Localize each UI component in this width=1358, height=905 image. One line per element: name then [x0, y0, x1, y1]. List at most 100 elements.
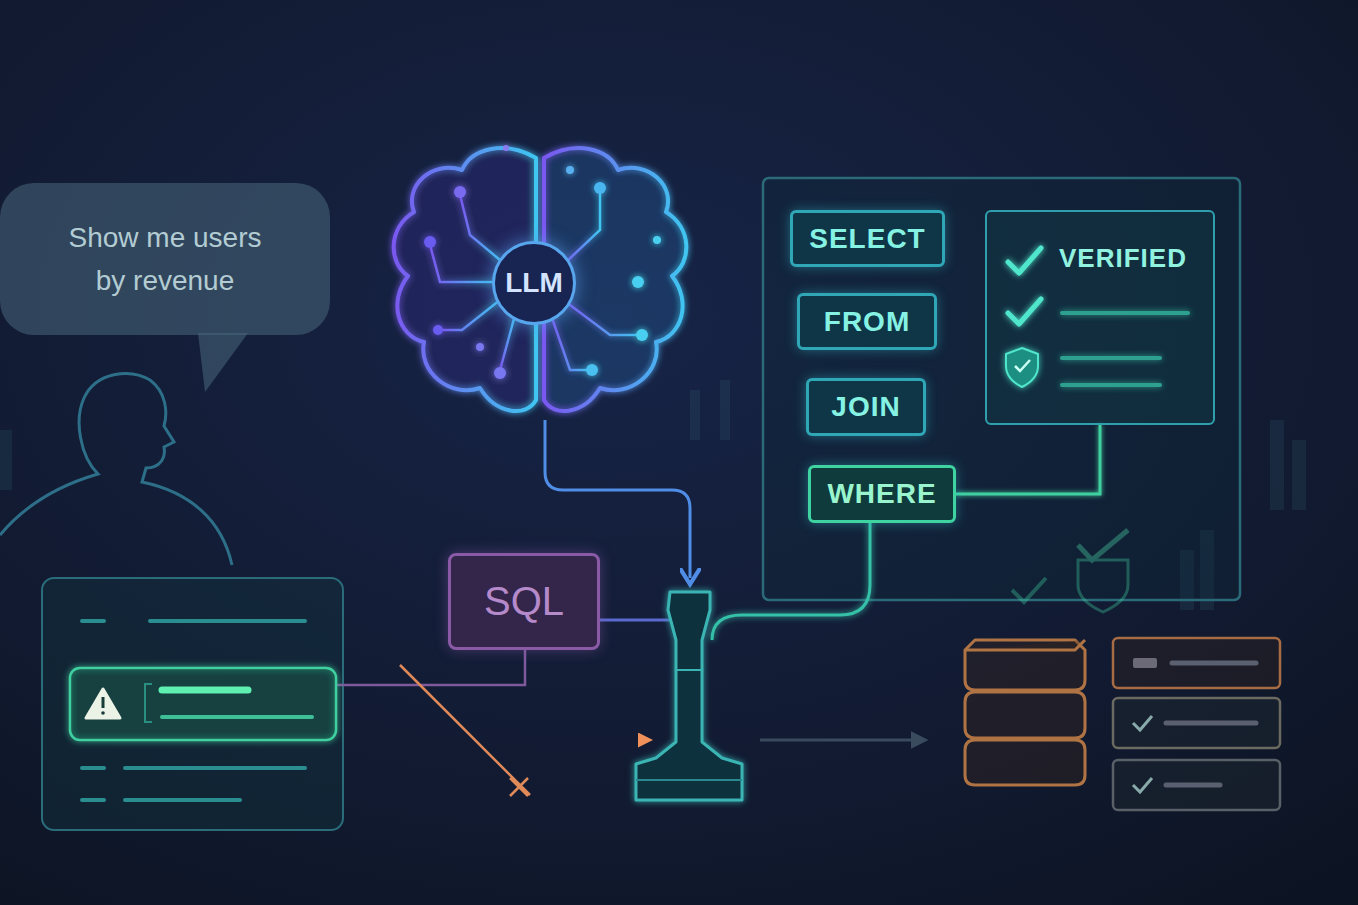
background-bars-part: [1270, 420, 1284, 510]
verified-icons-part: [1008, 299, 1041, 324]
result-list-part: [1113, 698, 1280, 748]
verified-icons-part: [1062, 383, 1160, 387]
faint-checks-part: [1078, 560, 1128, 612]
sql-leader: [336, 650, 525, 685]
left-panel-part: [125, 798, 240, 802]
faint-checks-part: [1078, 530, 1128, 560]
filter-funnel-part: [636, 779, 742, 781]
verified-icons-part: [1006, 348, 1038, 387]
verified-icons-part: [1062, 356, 1160, 360]
faint-checks-part: [1012, 578, 1046, 602]
brain-part-part: [505, 150, 508, 170]
sql-clause-box: SELECT: [790, 210, 945, 267]
node-label: JOIN: [831, 391, 900, 423]
brain: [394, 145, 687, 411]
bubble-tail: [198, 333, 248, 392]
result-list-part: [1172, 661, 1256, 666]
connector: [865, 350, 868, 378]
output-arrow: [760, 739, 925, 742]
brain-part-part: [476, 343, 484, 351]
brain-part-part: [460, 195, 500, 260]
brain-part-part: [503, 145, 509, 151]
brain-part-part: [566, 302, 640, 335]
warning-box-part: [145, 684, 152, 722]
faint-checks: [1012, 530, 1128, 612]
connector: [956, 425, 1100, 494]
brain-part-part: [594, 182, 606, 194]
result-list-part: [1133, 658, 1157, 668]
left-panel-part: [82, 619, 104, 623]
query-panel: [763, 178, 1240, 600]
background-bars-part: [720, 380, 730, 440]
verified-icons-part: [1008, 248, 1041, 273]
node-label: SQL: [484, 579, 564, 624]
warning-box: [70, 668, 336, 740]
node-label: SELECT: [809, 223, 925, 255]
node-label: FROM: [824, 306, 910, 338]
brain-part-part: [424, 236, 436, 248]
brain-part-part: [570, 281, 636, 284]
sql-input-line: [600, 619, 672, 622]
brain-part-part: [494, 367, 506, 379]
left-panel-part: [42, 578, 343, 830]
left-panel: [42, 578, 343, 830]
verified-icons-part: [1015, 360, 1030, 371]
warning-box-part: [162, 687, 248, 694]
llm-core: LLM: [492, 241, 576, 325]
result-list-part: [1133, 716, 1152, 730]
speech-bubble: Show me users by revenue: [0, 183, 330, 335]
brain-part-part: [440, 300, 500, 330]
filter-funnel-part: [636, 592, 742, 800]
database-stack-part: [965, 740, 1085, 785]
brain-part-part: [500, 315, 515, 370]
database-stack-part: [965, 692, 1085, 738]
database-stack: [965, 640, 1085, 785]
node-label: WHERE: [827, 478, 936, 510]
brain-part-part: [552, 318, 590, 370]
brain-part-part: [586, 364, 598, 376]
database-stack-part: [965, 640, 1085, 690]
warning-box-part: [101, 711, 105, 715]
left-panel-part: [150, 619, 305, 623]
sql-clause-box: JOIN: [806, 378, 926, 436]
database-stack-part: [965, 640, 1085, 650]
connector: [866, 267, 869, 293]
node-label: Show me users by revenue: [57, 216, 273, 302]
result-list: [1113, 638, 1280, 810]
warning-box-part: [70, 668, 336, 740]
brain-part-part: [454, 186, 466, 198]
node-label: VERIFIED: [1059, 243, 1187, 273]
brain-part-part: [632, 276, 644, 288]
brain-part-part: [653, 236, 661, 244]
verified-panel: VERIFIED: [985, 210, 1215, 425]
warning-box-part: [162, 715, 312, 719]
left-panel-part: [125, 766, 305, 770]
result-list-part: [1113, 638, 1280, 688]
filter-funnel: [636, 592, 742, 800]
sql-clause-box: FROM: [797, 293, 937, 350]
warning-box-part: [102, 697, 105, 708]
filter-funnel-part: [676, 669, 702, 671]
left-panel-part: [82, 766, 104, 770]
brain-part: [424, 145, 661, 379]
rejected-arrow: [330, 739, 650, 742]
connector: [866, 436, 869, 465]
background-bars-part: [0, 430, 12, 490]
result-list-part: [1133, 778, 1152, 792]
brain-part-part: [636, 329, 648, 341]
brain-part-part: [566, 190, 600, 262]
verified-panel-fill: [985, 210, 1215, 425]
result-list-part: [1113, 760, 1280, 810]
brain-part: [430, 150, 655, 380]
background-bars-part: [690, 390, 700, 440]
brain-part-part: [433, 325, 443, 335]
person-silhouette: [0, 374, 232, 565]
sql-box: SQL: [448, 553, 600, 650]
left-panel-part: [82, 798, 104, 802]
reject-cross: [400, 665, 530, 796]
